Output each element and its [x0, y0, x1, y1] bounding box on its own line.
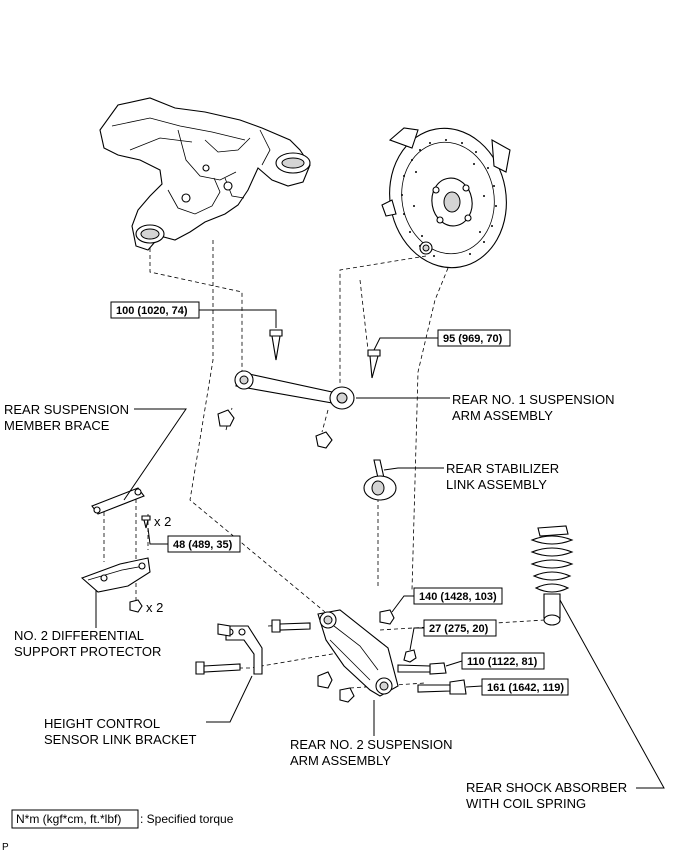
nut-quantity: x 2: [146, 600, 163, 615]
torque-spec-27: 27 (275, 20): [423, 619, 497, 637]
leader-lines: [95, 309, 665, 789]
legend-unit: N*m (kgf*cm, ft.*lbf): [16, 812, 121, 826]
torque-spec-161: 161 (1642, 119): [481, 678, 569, 696]
label-stab-link-line2: LINK ASSEMBLY: [446, 477, 547, 492]
torque-spec-110: 110 (1122, 81): [461, 652, 545, 670]
torque-spec-100: 100 (1020, 74): [110, 301, 200, 319]
legend-description: : Specified torque: [140, 812, 234, 826]
shock-absorber-drawing: [530, 525, 574, 626]
label-member-brace-line1: REAR SUSPENSION: [4, 402, 129, 417]
torque-spec-95: 95 (969, 70): [437, 329, 511, 347]
label-no1-arm-line1: REAR NO. 1 SUSPENSION: [452, 392, 615, 407]
svg-text:100 (1020, 74): 100 (1020, 74): [116, 305, 188, 317]
label-member-brace-line2: MEMBER BRACE: [4, 418, 110, 433]
bolt-quantity: x 2: [154, 514, 171, 529]
label-height-bracket-line2: SENSOR LINK BRACKET: [44, 732, 196, 747]
label-no2-arm-line2: ARM ASSEMBLY: [290, 753, 391, 768]
label-no2-arm-line1: REAR NO. 2 SUSPENSION: [290, 737, 453, 752]
label-diff-protector-line2: SUPPORT PROTECTOR: [14, 644, 161, 659]
label-height-bracket-line1: HEIGHT CONTROL: [44, 716, 160, 731]
label-diff-protector-line1: NO. 2 DIFFERENTIAL: [14, 628, 144, 643]
member-brace-drawing: [91, 487, 151, 529]
label-stab-link-line1: REAR STABILIZER: [446, 461, 559, 476]
torque-spec-140: 140 (1428, 103): [413, 587, 503, 605]
rear-no2-suspension-arm-drawing: [317, 609, 467, 703]
rear-suspension-member-drawing: [99, 97, 311, 251]
differential-protector-drawing: [80, 557, 151, 613]
label-no1-arm-line2: ARM ASSEMBLY: [452, 408, 553, 423]
svg-text:27 (275, 20): 27 (275, 20): [429, 623, 489, 635]
svg-text:48 (489, 35): 48 (489, 35): [173, 539, 233, 551]
height-control-bracket-drawing: [195, 619, 311, 675]
torque-legend: N*m (kgf*cm, ft.*lbf) : Specified torque: [11, 809, 234, 829]
corner-mark: P: [2, 842, 9, 853]
svg-text:161 (1642, 119): 161 (1642, 119): [487, 682, 564, 694]
torque-spec-48: 48 (489, 35): [167, 535, 241, 553]
label-shock-line2: WITH COIL SPRING: [466, 796, 586, 811]
svg-text:110 (1122, 81): 110 (1122, 81): [467, 656, 538, 668]
svg-text:95 (969, 70): 95 (969, 70): [443, 333, 503, 345]
rear-stabilizer-link-drawing: [363, 459, 397, 501]
rear-no1-suspension-arm-drawing: [217, 329, 381, 449]
svg-text:140 (1428, 103): 140 (1428, 103): [419, 591, 497, 603]
rear-axle-carrier-drawing: [381, 127, 511, 269]
label-shock-line1: REAR SHOCK ABSORBER: [466, 780, 627, 795]
